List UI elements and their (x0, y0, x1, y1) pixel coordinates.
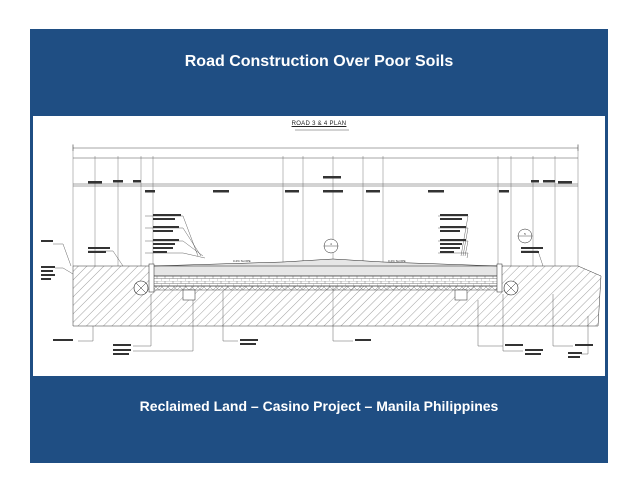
note-text-marks (41, 214, 543, 280)
curbs (148, 263, 503, 293)
pavement-layers (152, 258, 499, 291)
drain-pipe-right (503, 280, 519, 296)
dimension-label-marks (88, 176, 572, 193)
svg-text:5: 5 (524, 232, 526, 236)
slide-title: Road Construction Over Poor Soils (184, 53, 454, 70)
slide: Road Construction Over Poor Soils ROAD 3… (30, 29, 608, 463)
utility-boxes (182, 289, 468, 301)
detail-callout-right: 5 (517, 228, 533, 244)
plan-title: ROAD 3 & 4 PLAN (291, 121, 347, 127)
bottom-note-marks (53, 339, 593, 358)
road-section-drawing: 4 5 0.2% SLOPE 0.2% SLOPE (41, 129, 602, 358)
cad-drawing: ROAD 3 & 4 PLAN (33, 116, 605, 376)
bottom-leaders (78, 291, 589, 355)
component-dimensions (73, 157, 578, 187)
drain-pipe-left (133, 280, 149, 296)
right-of-way-dimension (72, 145, 579, 151)
slope-label-left: 0.2% SLOPE (233, 259, 251, 263)
detail-callout-left: 4 (323, 238, 339, 254)
svg-text:4: 4 (330, 242, 332, 246)
slope-label-right: 0.2% SLOPE (388, 259, 406, 263)
slide-caption: Reclaimed Land – Casino Project – Manila… (139, 398, 499, 414)
